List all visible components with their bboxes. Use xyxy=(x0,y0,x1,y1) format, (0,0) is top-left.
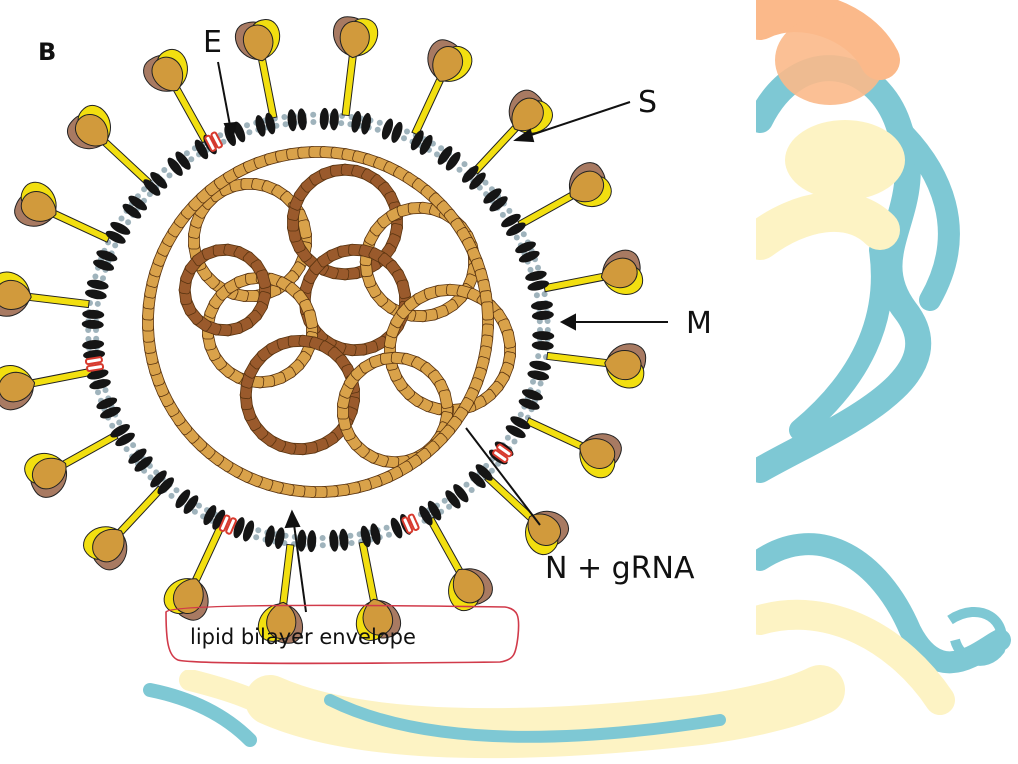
label-e: E xyxy=(203,25,222,60)
e-protein xyxy=(86,357,104,371)
panel-letter: B xyxy=(38,38,56,66)
label-envelope: lipid bilayer envelope xyxy=(190,625,416,649)
label-m: M xyxy=(686,306,712,341)
label-s: S xyxy=(638,85,657,120)
label-n-grna: N + gRNA xyxy=(545,551,695,586)
